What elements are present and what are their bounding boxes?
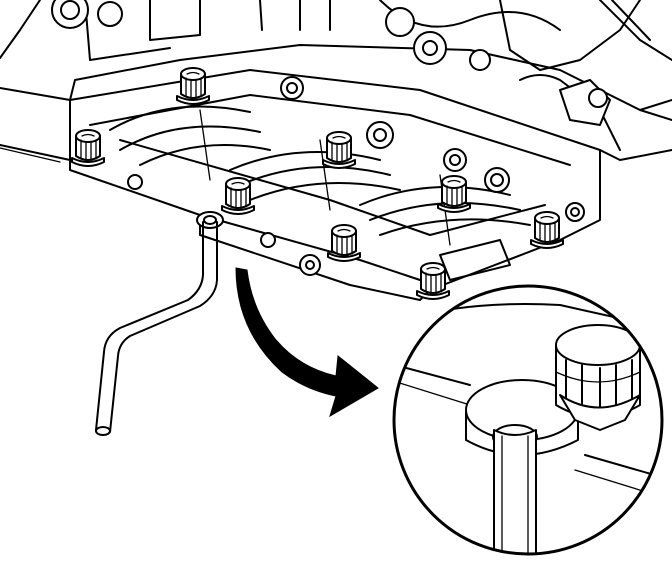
bent-tube-icon [95, 211, 224, 436]
bolt-icon [322, 131, 356, 169]
bolt-icon [437, 175, 471, 213]
magnified-detail [392, 284, 664, 556]
bolt-icon [416, 262, 450, 300]
bolt-icon [176, 67, 210, 105]
bolt-icon [327, 224, 361, 262]
engine-block [0, 0, 672, 163]
curved-arrow-icon [235, 267, 379, 418]
bedplate [69, 69, 601, 301]
bolt-icon [221, 177, 255, 215]
bolt-icon [71, 129, 105, 167]
bolt-icon [530, 211, 564, 249]
